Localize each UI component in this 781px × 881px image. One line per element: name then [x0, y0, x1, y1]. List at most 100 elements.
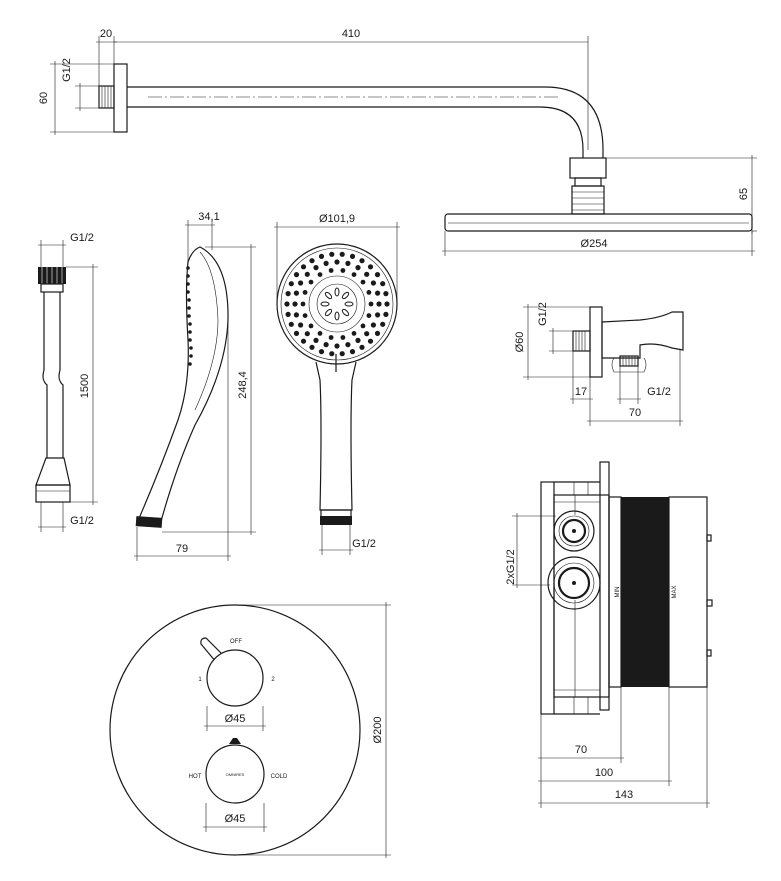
nozzle: [383, 291, 389, 297]
dim-knob-top-diameter: Ø45: [225, 713, 246, 725]
head-joint: [569, 157, 607, 179]
nozzle: [288, 321, 294, 327]
dim-hand-width: 79: [176, 543, 188, 555]
front-plate-view: OFF 1 2 Ø45 OMNIRES HOT COLD Ø45 Ø200: [109, 602, 391, 858]
nozzle: [349, 253, 356, 259]
nozzle: [317, 272, 323, 277]
nozzle: [375, 290, 381, 296]
nozzle: [374, 330, 381, 336]
body-adjustment-range: [621, 497, 669, 687]
dim-head-diameter: Ø254: [581, 238, 608, 250]
hose-line-right: [58, 292, 64, 458]
nozzle: [364, 331, 370, 337]
body-port-top: [553, 510, 595, 552]
dim-outlet-length: 70: [629, 407, 641, 419]
nozzle: [375, 312, 381, 318]
nozzle: [318, 349, 325, 355]
outlet-holder-body: [601, 311, 684, 359]
shower-arm-view: 20 410 G1/2 60 65 Ø254: [38, 28, 757, 256]
dim-outlet-hose-thread: G1/2: [647, 386, 671, 398]
nozzle: [300, 338, 307, 344]
nozzle: [368, 301, 374, 307]
dim-outlet-thread: G1/2: [537, 302, 549, 326]
nozzle: [351, 331, 357, 336]
nozzle: [345, 260, 351, 266]
nozzle: [329, 351, 335, 357]
nozzle: [309, 258, 315, 264]
nozzle: [293, 290, 299, 296]
dim-head-height: 65: [738, 188, 750, 200]
nozzle: [313, 265, 319, 271]
dim-hand-thread: G1/2: [352, 538, 376, 550]
outlet-thread: [572, 330, 591, 352]
center-nozzle: [341, 291, 350, 300]
nozzle: [334, 343, 340, 349]
nozzle: [380, 321, 386, 327]
nozzle: [328, 268, 334, 273]
rain-head: [444, 213, 753, 232]
center-nozzle: [324, 291, 333, 300]
nozzle: [298, 322, 304, 328]
dim-knob-bottom-diameter: Ø45: [225, 813, 246, 825]
diverter-off-label: OFF: [230, 639, 242, 645]
nozzle: [300, 264, 307, 270]
outlet-wall-flange: [589, 306, 603, 378]
nozzle: [285, 291, 291, 297]
dim-hand-length: 248,4: [237, 371, 249, 399]
hand-shower-side-body: [136, 246, 229, 526]
center-nozzle: [320, 301, 330, 307]
nozzle: [359, 258, 365, 264]
nozzle: [360, 279, 366, 285]
nozzle: [360, 323, 366, 329]
nozzle: [370, 322, 376, 328]
nozzle: [376, 301, 382, 307]
thermostat-brand-label: OMNIRES: [226, 772, 245, 777]
nozzle: [334, 259, 340, 265]
nozzle: [374, 272, 381, 278]
nozzle: [304, 271, 310, 277]
nozzle: [359, 344, 365, 350]
nozzle: [323, 260, 329, 266]
nozzle: [293, 312, 299, 318]
body-min-label: MIN: [615, 587, 621, 598]
center-nozzle: [334, 287, 340, 297]
thermostat-marker: [229, 738, 241, 744]
dim-arm-thread: G1/2: [61, 58, 73, 82]
body-max-zone: [668, 496, 708, 688]
nozzle: [339, 351, 345, 357]
hand-shower-front-view: Ø101,9 G1/2: [274, 213, 400, 555]
center-nozzle: [344, 301, 354, 307]
nozzle: [370, 280, 376, 286]
nozzle: [317, 331, 323, 336]
dim-outlet-depth: 17: [575, 386, 587, 398]
diverter-pos-1-label: 1: [198, 677, 202, 683]
hose-bottom-cone: [35, 457, 71, 486]
hand-shower-side-thread: [135, 516, 163, 528]
dim-hose-top-thread: G1/2: [70, 232, 94, 244]
arm-pipe-top: [127, 86, 604, 158]
dim-outlet-flange: Ø60: [514, 332, 526, 353]
nozzle: [302, 313, 308, 318]
center-nozzle: [341, 308, 350, 317]
nozzle: [309, 344, 315, 350]
nozzle: [355, 337, 361, 343]
hand-shower-side-view: 34,1 248,4 79: [134, 211, 256, 561]
center-nozzle: [334, 311, 340, 321]
nozzle: [300, 301, 306, 307]
nozzle: [329, 251, 335, 257]
body-port-bottom: [547, 556, 601, 610]
nozzle: [367, 338, 374, 344]
nozzle: [351, 272, 357, 277]
nozzle: [308, 323, 314, 329]
nozzle: [366, 313, 372, 318]
dim-hose-bottom-thread: G1/2: [70, 515, 94, 527]
diverter-pos-2-label: 2: [271, 677, 275, 683]
thermostat-knob[interactable]: [205, 744, 265, 804]
nozzle: [308, 279, 314, 285]
diverter-knob[interactable]: [206, 649, 264, 707]
dim-body-max-depth: 100: [595, 767, 613, 779]
dim-body-ports: 2xG1/2: [505, 549, 517, 584]
nozzle: [298, 280, 304, 286]
nozzle: [340, 268, 346, 273]
